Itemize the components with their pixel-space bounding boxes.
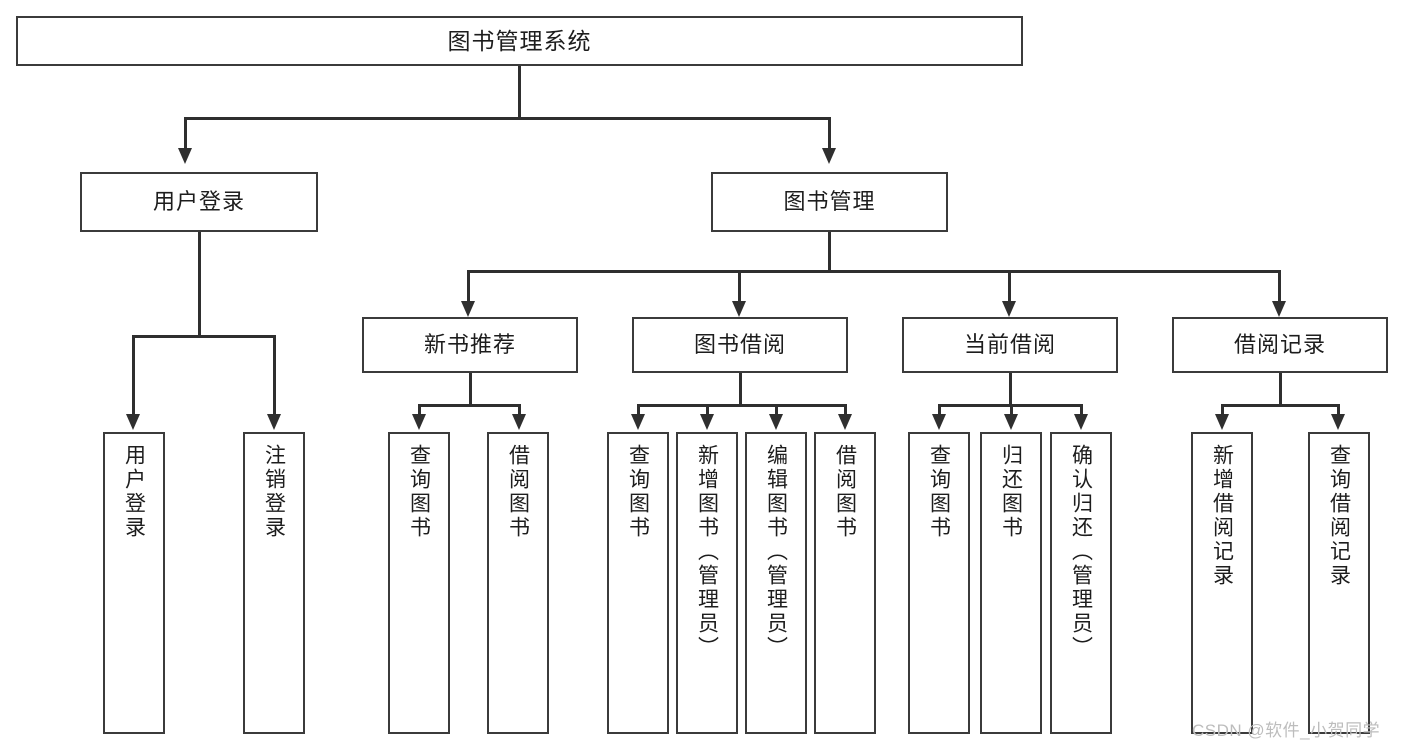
- connector-borrow-bus: [638, 404, 846, 407]
- arrow-current-to-leaf-2: [1004, 414, 1018, 430]
- node-label: 新书推荐: [423, 332, 516, 358]
- leaf-label: 查询借阅记录: [1327, 444, 1351, 588]
- arrow-current-to-leaf-1: [932, 414, 946, 430]
- leaf-confirm-return-admin[interactable]: 确认归还（管理员）: [1050, 432, 1112, 734]
- node-book-management[interactable]: 图书管理: [711, 172, 948, 232]
- node-root-system[interactable]: 图书管理系统: [16, 16, 1023, 66]
- arrow-bookmgmt-to-new-books: [461, 301, 475, 317]
- arrow-root-to-user-login: [178, 148, 192, 164]
- arrow-borrow-to-leaf-1: [631, 414, 645, 430]
- arrow-newbooks-to-leaf-2: [512, 414, 526, 430]
- connector-userlogin-stem: [198, 232, 201, 336]
- leaf-label: 新增借阅记录: [1210, 444, 1234, 588]
- connector-records-bus: [1222, 404, 1339, 407]
- arrow-root-to-book-mgmt: [822, 148, 836, 164]
- connector-bookmgmt-stem: [828, 232, 831, 271]
- node-book-borrow[interactable]: 图书借阅: [632, 317, 848, 373]
- node-label: 用户登录: [152, 189, 245, 215]
- connector-root-drop-2: [828, 117, 831, 149]
- connector-current-drop-1: [938, 404, 941, 416]
- leaf-query-books-current[interactable]: 查询图书: [908, 432, 970, 734]
- arrow-bookmgmt-to-records: [1272, 301, 1286, 317]
- leaf-label: 归还图书: [999, 444, 1023, 540]
- leaf-label: 查询图书: [626, 444, 650, 540]
- arrow-records-to-leaf-2: [1331, 414, 1345, 430]
- connector-borrow-drop-2: [706, 404, 709, 416]
- leaf-label: 查询图书: [927, 444, 951, 540]
- leaf-query-books-newbooks[interactable]: 查询图书: [388, 432, 450, 734]
- connector-records-stem: [1279, 373, 1282, 405]
- connector-root-bus: [185, 117, 830, 120]
- leaf-label: 新增图书（管理员）: [695, 444, 719, 660]
- leaf-label: 借阅图书: [506, 444, 530, 540]
- leaf-add-borrow-record[interactable]: 新增借阅记录: [1191, 432, 1253, 734]
- leaf-user-login[interactable]: 用户登录: [103, 432, 165, 734]
- connector-userlogin-bus: [133, 335, 275, 338]
- arrow-userlogin-to-leaf-2: [267, 414, 281, 430]
- node-label: 图书借阅: [693, 332, 786, 358]
- connector-records-drop-2: [1337, 404, 1340, 416]
- connector-bookmgmt-drop-2: [738, 270, 741, 302]
- node-current-borrow[interactable]: 当前借阅: [902, 317, 1118, 373]
- connector-bookmgmt-drop-3: [1008, 270, 1011, 302]
- connector-current-drop-2: [1010, 404, 1013, 416]
- arrow-newbooks-to-leaf-1: [412, 414, 426, 430]
- connector-userlogin-drop-2: [273, 335, 276, 415]
- node-label: 当前借阅: [963, 332, 1056, 358]
- arrow-records-to-leaf-1: [1215, 414, 1229, 430]
- connector-borrow-drop-3: [775, 404, 778, 416]
- connector-current-stem: [1009, 373, 1012, 405]
- arrow-current-to-leaf-3: [1074, 414, 1088, 430]
- arrow-borrow-to-leaf-3: [769, 414, 783, 430]
- leaf-add-book-admin[interactable]: 新增图书（管理员）: [676, 432, 738, 734]
- connector-newbooks-stem: [469, 373, 472, 405]
- arrow-borrow-to-leaf-4: [838, 414, 852, 430]
- node-borrow-records[interactable]: 借阅记录: [1172, 317, 1388, 373]
- leaf-query-books-borrow[interactable]: 查询图书: [607, 432, 669, 734]
- leaf-label: 借阅图书: [833, 444, 857, 540]
- leaf-label: 注销登录: [262, 444, 286, 540]
- leaf-label: 查询图书: [407, 444, 431, 540]
- connector-newbooks-drop-2: [518, 404, 521, 416]
- node-label: 图书管理: [783, 189, 876, 215]
- leaf-return-books[interactable]: 归还图书: [980, 432, 1042, 734]
- connector-bookmgmt-drop-4: [1278, 270, 1281, 302]
- connector-userlogin-drop-1: [132, 335, 135, 415]
- leaf-label: 确认归还（管理员）: [1069, 444, 1093, 660]
- leaf-logout[interactable]: 注销登录: [243, 432, 305, 734]
- connector-root-drop-1: [184, 117, 187, 149]
- arrow-borrow-to-leaf-2: [700, 414, 714, 430]
- connector-current-drop-3: [1080, 404, 1083, 416]
- connector-root-stem: [518, 66, 521, 118]
- connector-newbooks-bus: [419, 404, 520, 407]
- connector-bookmgmt-drop-1: [467, 270, 470, 302]
- arrow-userlogin-to-leaf-1: [126, 414, 140, 430]
- connector-records-drop-1: [1221, 404, 1224, 416]
- connector-borrow-stem: [739, 373, 742, 405]
- leaf-borrow-books-newbooks[interactable]: 借阅图书: [487, 432, 549, 734]
- connector-bookmgmt-bus: [468, 270, 1280, 273]
- leaf-borrow-books-borrow[interactable]: 借阅图书: [814, 432, 876, 734]
- node-label: 借阅记录: [1233, 332, 1326, 358]
- arrow-bookmgmt-to-current: [1002, 301, 1016, 317]
- leaf-label: 编辑图书（管理员）: [764, 444, 788, 660]
- connector-newbooks-drop-1: [418, 404, 421, 416]
- node-label: 图书管理系统: [447, 27, 592, 54]
- leaf-edit-book-admin[interactable]: 编辑图书（管理员）: [745, 432, 807, 734]
- connector-borrow-drop-4: [844, 404, 847, 416]
- connector-borrow-drop-1: [637, 404, 640, 416]
- leaf-query-borrow-record[interactable]: 查询借阅记录: [1308, 432, 1370, 734]
- leaf-label: 用户登录: [122, 444, 146, 540]
- node-user-login[interactable]: 用户登录: [80, 172, 318, 232]
- arrow-bookmgmt-to-borrow: [732, 301, 746, 317]
- node-new-book-recommend[interactable]: 新书推荐: [362, 317, 578, 373]
